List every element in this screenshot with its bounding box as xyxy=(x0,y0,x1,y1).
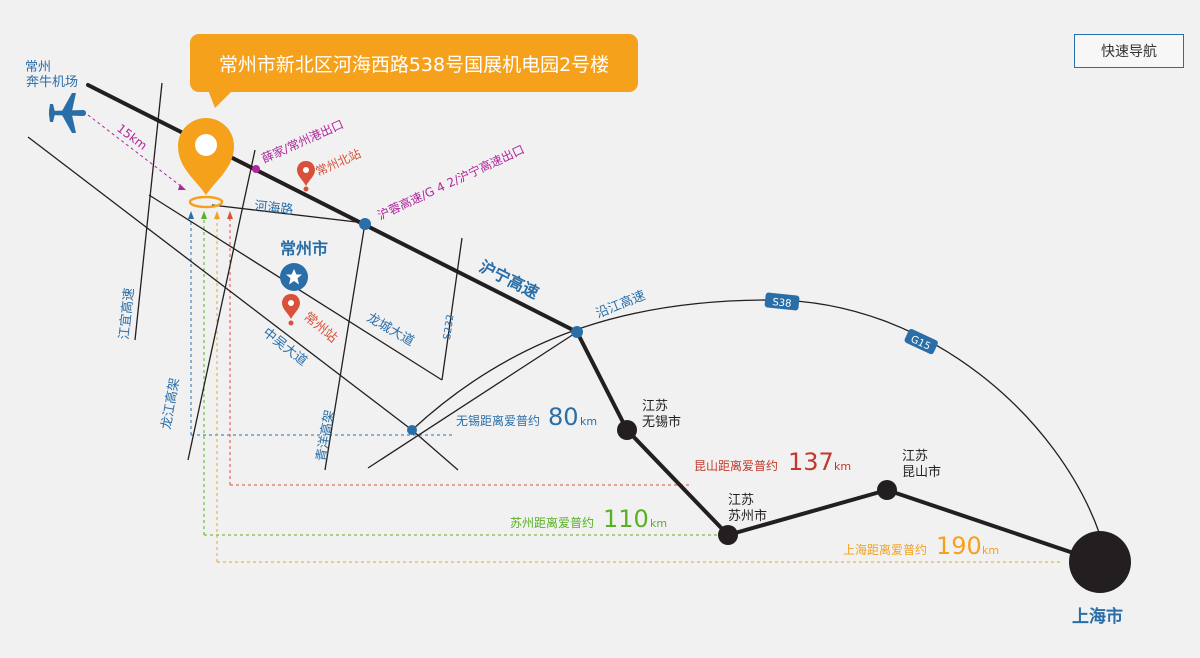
road-jiangyi-label: 江宜高速 xyxy=(116,287,137,340)
road-diagonal xyxy=(367,331,578,469)
city-wuxi-label-1: 江苏 xyxy=(642,398,668,414)
airport-label-1: 常州 xyxy=(25,60,51,75)
city-suzhou-label-1: 江苏 xyxy=(728,492,754,508)
city-dot-wuxi xyxy=(617,420,637,440)
guide-arrowheads xyxy=(178,184,233,219)
city-dot-kunshan xyxy=(877,480,897,500)
callout-tail xyxy=(208,90,233,108)
road-s232-label: S232 xyxy=(442,314,456,341)
road-diagonal-2 xyxy=(411,429,459,471)
city-shanghai-label: 上海市 xyxy=(1072,606,1123,627)
road-hehai xyxy=(211,204,366,224)
station-main-label: 常州站 xyxy=(300,310,340,347)
junction-huhang xyxy=(359,218,371,230)
road-qingyang-label: 青洋高架 xyxy=(313,409,338,463)
quick-nav-label: 快速导航 xyxy=(1101,44,1157,60)
shield-s38: S38 xyxy=(764,292,800,311)
distance-shanghai-value: 190 xyxy=(936,532,982,560)
airport-guide-line xyxy=(87,114,183,188)
station-pin-icon xyxy=(282,294,300,326)
city-center-label: 常州市 xyxy=(280,239,328,258)
city-center-star-icon xyxy=(280,263,308,291)
road-huning xyxy=(86,83,579,334)
road-longjiang-label: 龙江高架 xyxy=(158,377,183,431)
road-hehai-label: 河海路 xyxy=(254,198,294,218)
road-jiangyi xyxy=(134,82,163,341)
distance-kunshan-unit: km xyxy=(834,460,851,473)
location-marker-icon xyxy=(178,118,234,209)
junction-wuxi xyxy=(407,425,417,435)
quick-nav-button[interactable]: 快速导航 xyxy=(1074,34,1184,68)
airplane-icon xyxy=(49,93,86,133)
arrowhead xyxy=(227,211,233,219)
address-text: 常州市新北区河海西路538号国展机电园2号楼 xyxy=(218,53,610,76)
distance-suzhou: 苏州距离爱普约 110 km xyxy=(510,505,667,533)
arrowhead xyxy=(201,211,207,219)
shield-g15: G15 xyxy=(904,328,938,355)
city-dot-suzhou xyxy=(718,525,738,545)
dashed-guides xyxy=(87,114,1062,563)
distance-suzhou-unit: km xyxy=(650,517,667,530)
city-dot-shanghai xyxy=(1069,531,1131,593)
junctions xyxy=(252,165,583,435)
distance-shanghai-unit: km xyxy=(982,544,999,557)
junction-yanjiang xyxy=(571,326,583,338)
distance-wuxi-value: 80 xyxy=(548,403,579,431)
distance-suzhou-value: 110 xyxy=(603,505,649,533)
shield-s38-label: S38 xyxy=(772,297,792,310)
city-wuxi-label-2: 无锡市 xyxy=(642,414,681,430)
distance-shanghai: 上海距离爱普约 190 km xyxy=(843,532,999,560)
road-s232 xyxy=(441,237,463,381)
road-zhongwu xyxy=(27,136,413,431)
airport-label-2: 奔牛机场 xyxy=(26,75,78,90)
road-longcheng-label: 龙城大道 xyxy=(364,310,417,349)
junction-xuejia xyxy=(252,165,260,173)
city-suzhou-label-2: 苏州市 xyxy=(728,508,767,524)
exit-huhang-label: 沪蓉高速/G 4 2/沪宁高速出口 xyxy=(375,141,527,222)
road-zhongwu-label: 中吴大道 xyxy=(260,325,310,369)
distance-wuxi: 无锡距离爱普约 80 km xyxy=(456,403,597,431)
arrowhead xyxy=(188,211,194,219)
distance-kunshan-prefix: 昆山距离爱普约 xyxy=(694,458,778,473)
road-qingyang xyxy=(324,222,366,471)
distance-wuxi-prefix: 无锡距离爱普约 xyxy=(456,413,540,428)
station-pin-icon xyxy=(297,161,315,192)
city-kunshan-label-2: 昆山市 xyxy=(902,464,941,480)
distance-kunshan-value: 137 xyxy=(788,448,834,476)
distance-wuxi-unit: km xyxy=(580,415,597,428)
station-north-label: 常州北站 xyxy=(314,146,364,178)
arrowhead xyxy=(178,184,186,190)
road-longjiang xyxy=(187,149,256,461)
arrowhead xyxy=(214,211,220,219)
distance-shanghai-prefix: 上海距离爱普约 xyxy=(843,542,927,557)
city-kunshan-label-1: 江苏 xyxy=(902,448,928,464)
address-callout: 常州市新北区河海西路538号国展机电园2号楼 xyxy=(190,34,638,92)
distance-kunshan: 昆山距离爱普约 137 km xyxy=(694,448,851,476)
distance-suzhou-prefix: 苏州距离爱普约 xyxy=(510,515,594,530)
